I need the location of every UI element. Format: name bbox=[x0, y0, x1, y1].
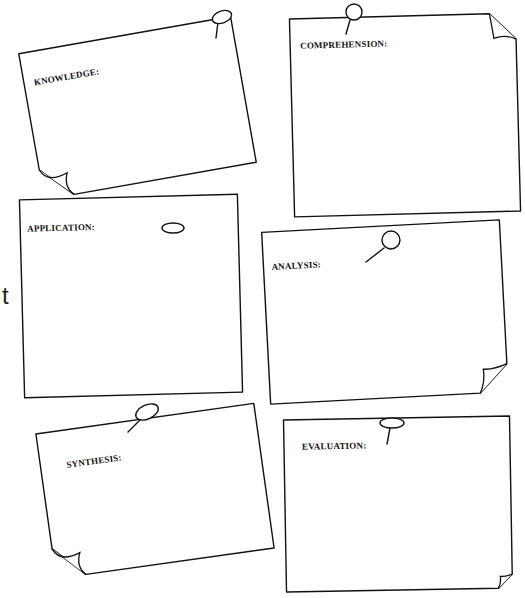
note-border bbox=[36, 403, 274, 578]
curled-corner bbox=[479, 364, 508, 393]
note-heading: EVALUATION: bbox=[302, 441, 367, 452]
sticky-note: KNOWLEDGE: bbox=[19, 16, 256, 199]
sticky-note: APPLICATION: bbox=[19, 194, 242, 398]
note-outline bbox=[19, 16, 256, 199]
curled-corner bbox=[498, 574, 512, 588]
curled-corner bbox=[39, 165, 74, 200]
note-border bbox=[262, 220, 509, 404]
sticky-note: COMPREHENSION: bbox=[289, 13, 520, 217]
stray-letter: t bbox=[2, 282, 9, 310]
curled-corner bbox=[489, 13, 516, 40]
note-outline bbox=[262, 220, 509, 404]
sticky-note: ANALYSIS: bbox=[262, 220, 509, 404]
note-heading: APPLICATION: bbox=[27, 222, 95, 234]
note-border bbox=[19, 194, 242, 398]
note-border bbox=[19, 16, 256, 199]
sticky-note: SYNTHESIS: bbox=[36, 403, 274, 578]
note-border bbox=[289, 13, 520, 217]
note-outline bbox=[36, 403, 274, 578]
sticky-note: EVALUATION: bbox=[284, 416, 513, 592]
note-border bbox=[284, 416, 513, 592]
curled-corner bbox=[52, 545, 86, 579]
